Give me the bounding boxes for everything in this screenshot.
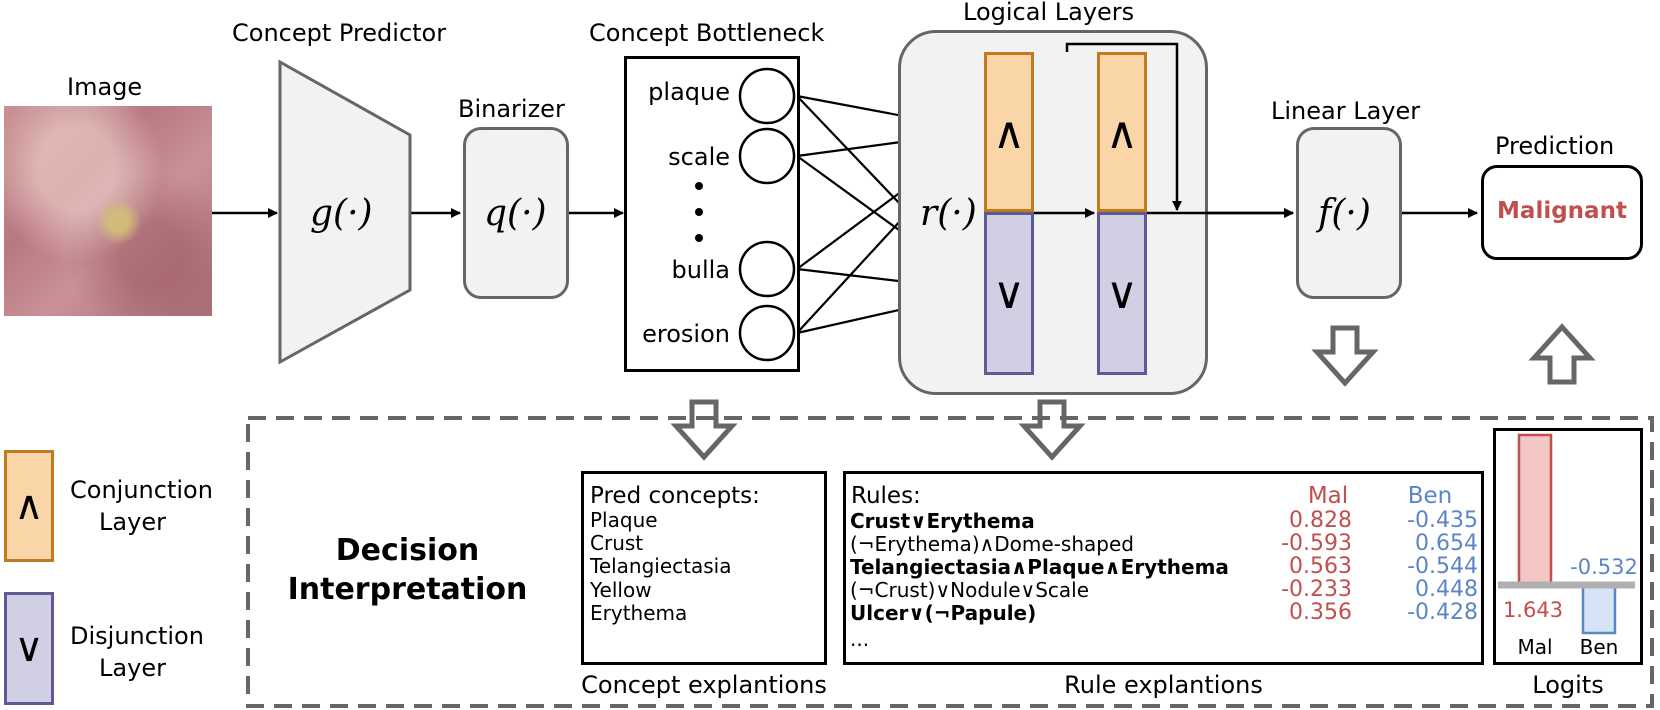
rule-explanations-caption: Rule explantions	[1064, 671, 1263, 699]
legend-and-symbol: ∧	[14, 483, 44, 529]
legend-conjunction-line1: Conjunction	[70, 476, 213, 504]
logit-ben-label: Ben	[1579, 635, 1619, 659]
legend-conjunction-swatch	[4, 450, 54, 562]
logit-bar-mal	[1517, 433, 1553, 587]
hollow-arrow-up-prediction	[1528, 323, 1596, 385]
ellipsis-dot	[695, 208, 703, 216]
rules-col-mal: Mal	[1307, 483, 1349, 509]
and-symbol-2: ∧	[1105, 108, 1139, 159]
decision-line1: Decision	[335, 533, 480, 568]
concept-explanations-header: Pred concepts:	[590, 483, 760, 509]
rule-ben-value: 0.448	[1415, 577, 1478, 602]
binarizer-title: Binarizer	[458, 95, 565, 123]
rule-text: Telangiectasia∧Plaque∧Erythema	[850, 555, 1229, 579]
disjunction-block-2	[1097, 212, 1147, 375]
decision-line2: Interpretation	[287, 572, 528, 607]
legend-disjunction-line1: Disjunction	[70, 622, 204, 650]
rule-ben-value: -0.435	[1407, 508, 1478, 533]
concept-bulla: bulla	[671, 256, 731, 284]
concept-predictor-func: g(·)	[310, 193, 373, 234]
logit-mal-value: 1.643	[1502, 598, 1564, 622]
concept-nodes	[695, 67, 796, 362]
concept-bottleneck-title: Concept Bottleneck	[589, 19, 825, 47]
concept-predictor-trapezoid	[278, 59, 412, 365]
rule-ben-value: -0.428	[1407, 600, 1478, 625]
or-symbol-2: ∨	[1105, 268, 1139, 319]
disjunction-block-1	[984, 212, 1034, 375]
legend-disjunction-line2: Layer	[99, 654, 166, 682]
or-symbol-1: ∨	[992, 268, 1026, 319]
image-label: Image	[67, 73, 143, 101]
legend-or-symbol: ∨	[14, 625, 44, 671]
rule-mal-value: 0.356	[1289, 600, 1352, 625]
pred-concept-item: Yellow	[590, 578, 652, 602]
concept-plaque: plaque	[648, 78, 730, 106]
rules-more: ...	[850, 627, 870, 651]
rule-mal-value: 0.828	[1289, 508, 1352, 533]
concept-node	[738, 304, 796, 362]
rule-text: (¬Crust)∨Nodule∨Scale	[850, 578, 1090, 602]
concept-node	[738, 67, 796, 125]
rule-mal-value: -0.233	[1281, 577, 1352, 602]
logical-layers-title: Logical Layers	[963, 0, 1135, 26]
binarizer-func: q(·)	[484, 193, 547, 234]
logits-chart	[1498, 433, 1635, 635]
legend-conjunction-line2: Layer	[99, 508, 166, 536]
concept-explanations-box	[581, 471, 827, 665]
logit-ben-value: -0.532	[1570, 555, 1638, 579]
logit-bar-ben	[1581, 583, 1617, 635]
logical-layers-func: r(·)	[920, 193, 977, 234]
rules-col-ben: Ben	[1407, 483, 1453, 509]
prediction-title: Prediction	[1495, 132, 1615, 160]
linear-layer-title: Linear Layer	[1271, 97, 1421, 125]
ellipsis-dot	[695, 234, 703, 242]
concept-explanations-caption: Concept explantions	[581, 671, 827, 699]
conjunction-block-1	[984, 52, 1034, 212]
rule-text: Crust∨Erythema	[850, 509, 1035, 533]
logits-box	[1493, 428, 1643, 665]
hollow-arrow-down-rules	[1018, 399, 1086, 461]
pred-concept-item: Crust	[590, 531, 644, 555]
rule-mal-value: -0.593	[1281, 531, 1352, 556]
rules-header: Rules:	[851, 483, 921, 509]
pred-concept-item: Plaque	[590, 508, 658, 532]
linear-layer-func: f(·)	[1318, 193, 1371, 234]
prediction-value: Malignant	[1497, 198, 1627, 224]
hollow-arrow-down-concepts	[670, 399, 738, 461]
rule-mal-value: 0.563	[1289, 554, 1352, 579]
pred-concept-item: Erythema	[590, 601, 688, 625]
conjunction-block-2	[1097, 52, 1147, 212]
binarizer-box	[463, 127, 569, 299]
prediction-box	[1481, 165, 1643, 260]
rule-ben-value: 0.654	[1415, 531, 1478, 556]
rule-text: Ulcer∨(¬Papule)	[850, 601, 1037, 625]
logit-mal-label: Mal	[1517, 635, 1553, 659]
logits-caption: Logits	[1532, 671, 1604, 699]
concept-predictor-title: Concept Predictor	[232, 19, 447, 47]
rule-ben-value: -0.544	[1407, 554, 1478, 579]
interpretation-frame	[246, 416, 1654, 708]
hollow-arrow-down-linear	[1311, 325, 1379, 387]
concept-erosion: erosion	[642, 320, 730, 348]
concept-node	[738, 127, 796, 185]
ellipsis-dot	[695, 182, 703, 190]
pred-concept-item: Telangiectasia	[590, 554, 732, 578]
linear-layer-box	[1296, 127, 1402, 299]
rule-text: (¬Erythema)∧Dome-shaped	[850, 532, 1134, 556]
concept-scale: scale	[668, 143, 730, 171]
and-symbol-1: ∧	[992, 108, 1026, 159]
rule-explanations-box	[843, 471, 1484, 665]
skin-lesion-image	[4, 106, 212, 316]
legend-disjunction-swatch	[4, 592, 54, 705]
concept-node	[738, 240, 796, 298]
